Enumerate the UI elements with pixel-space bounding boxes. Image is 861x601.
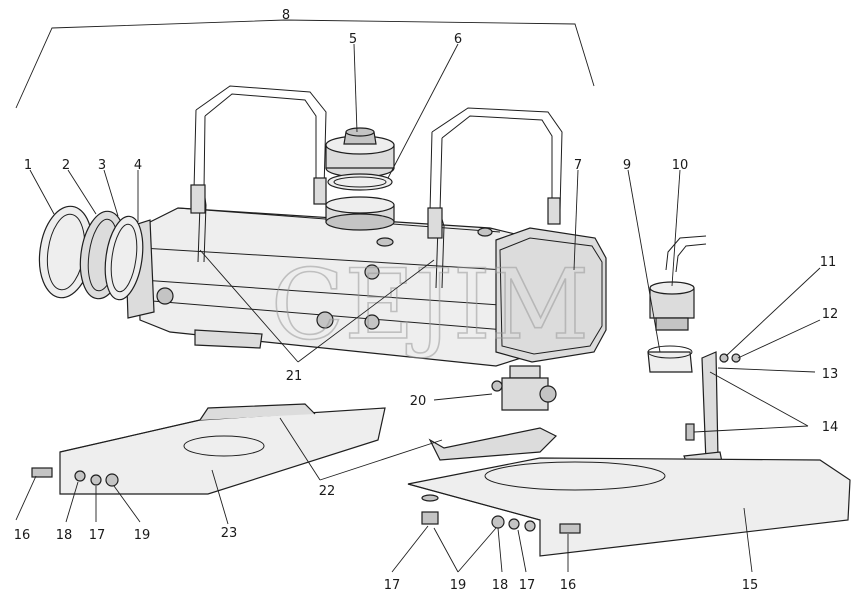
callout-4: 4 — [134, 158, 142, 173]
filler-cap — [325, 127, 395, 178]
mounting-straps — [190, 85, 563, 289]
callout-10: 10 — [672, 158, 689, 173]
filler-neck — [325, 196, 395, 231]
callout-8: 8 — [282, 8, 290, 23]
callout-18-right: 18 — [492, 578, 509, 593]
drain-valve — [491, 365, 557, 411]
callout-21: 21 — [286, 369, 303, 384]
callout-11: 11 — [820, 255, 837, 270]
callout-9: 9 — [623, 158, 631, 173]
assembly-span-lines — [15, 19, 595, 109]
callout-17-right-b: 17 — [519, 578, 536, 593]
callout-13: 13 — [822, 367, 839, 382]
callout-14: 14 — [822, 420, 839, 435]
callout-19-left: 19 — [134, 528, 151, 543]
callout-5: 5 — [349, 32, 357, 47]
callout-16-left: 16 — [14, 528, 31, 543]
callout-2: 2 — [62, 158, 70, 173]
callout-16-right: 16 — [560, 578, 577, 593]
callout-6: 6 — [454, 32, 462, 47]
left-bracket — [31, 403, 386, 495]
callout-3: 3 — [98, 158, 106, 173]
callout-12: 12 — [822, 307, 839, 322]
callout-labels: 8 5 6 1 2 3 4 7 9 10 11 12 13 14 20 21 2… — [14, 8, 839, 593]
right-bracket — [407, 427, 851, 557]
watermark: CEJIM — [271, 249, 589, 361]
callout-7: 7 — [574, 158, 582, 173]
inline-filter — [649, 235, 707, 331]
callout-19-right: 19 — [450, 578, 467, 593]
end-seals — [38, 205, 144, 301]
callout-22: 22 — [319, 484, 336, 499]
leader-lines — [15, 43, 821, 573]
callout-23: 23 — [221, 526, 238, 541]
filter-clamp-bracket — [647, 345, 741, 467]
callout-17-right-a: 17 — [384, 578, 401, 593]
callout-17-left: 17 — [89, 528, 106, 543]
callout-18-left: 18 — [56, 528, 73, 543]
callout-15: 15 — [742, 578, 759, 593]
callout-1: 1 — [24, 158, 32, 173]
callout-20: 20 — [410, 394, 427, 409]
filler-ring — [327, 173, 393, 191]
